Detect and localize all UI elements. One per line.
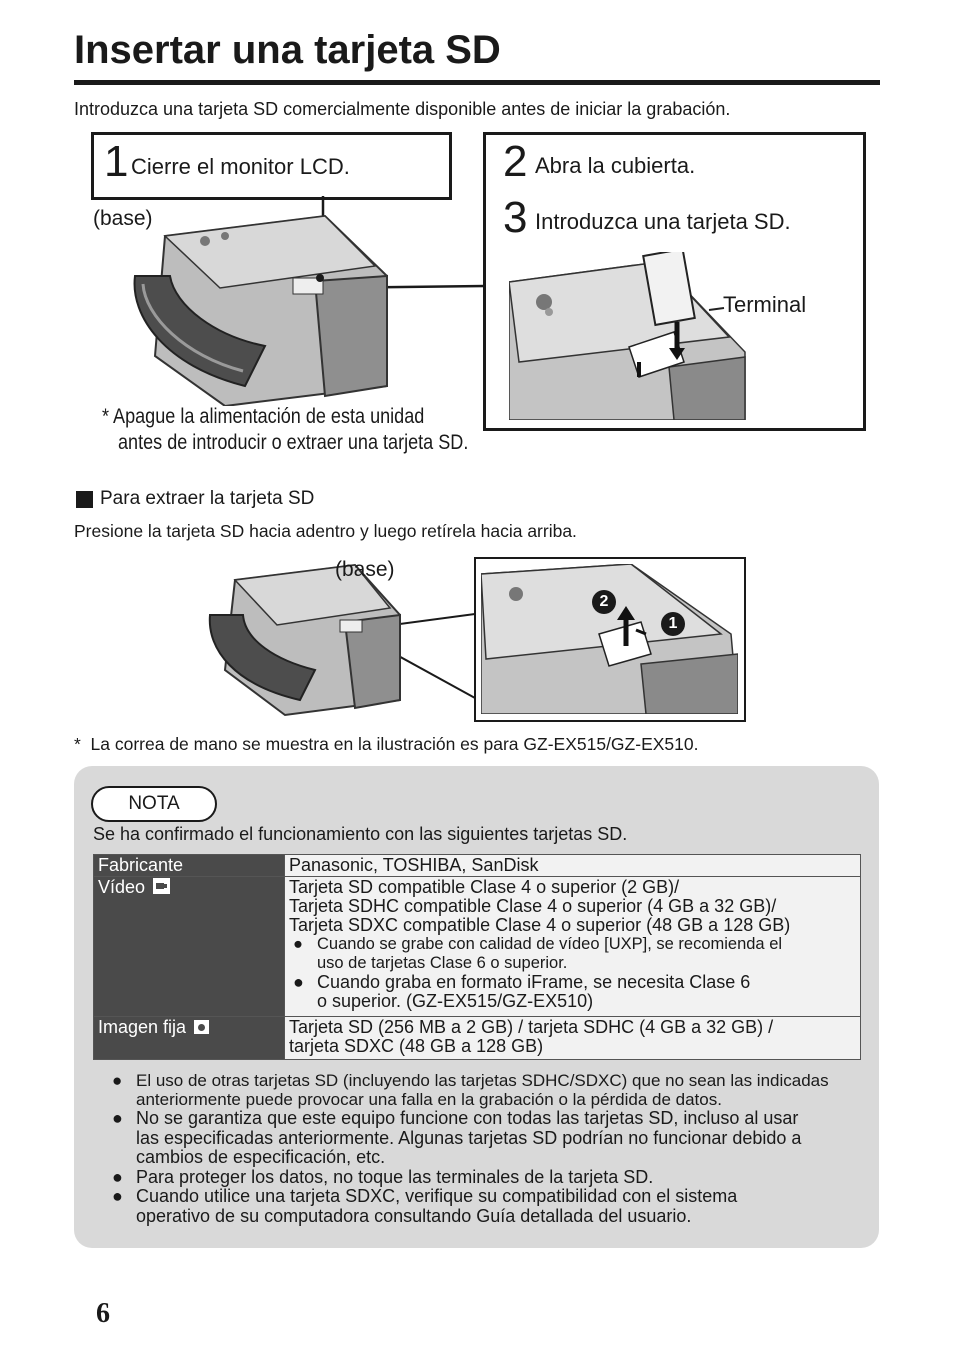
step-badge-2: 2 <box>592 590 616 614</box>
list-item: ● Para proteger los datos, no toque las … <box>112 1166 852 1188</box>
remove-text: Presione la tarjeta SD hacia adentro y l… <box>74 521 577 541</box>
video-line3: Tarjeta SDXC compatible Clase 4 o superi… <box>289 915 791 935</box>
bullet0-line1: El uso de otras tarjetas SD (incluyendo … <box>136 1071 829 1090</box>
sd-card-table: Fabricante Panasonic, TOSHIBA, SanDisk V… <box>93 854 861 1060</box>
bullet0-line2: anteriormente puede provocar una falla e… <box>136 1090 722 1109</box>
step-badge-1-text: 1 <box>668 615 678 632</box>
bullet-dot: ● <box>293 972 304 992</box>
video-line2: Tarjeta SDHC compatible Clase 4 o superi… <box>289 896 777 916</box>
table-cell-video: Tarjeta SD compatible Clase 4 o superior… <box>284 876 861 1017</box>
step2-text: Abra la cubierta. <box>535 153 696 178</box>
step2-number: 2 <box>503 137 528 186</box>
table-cell-still: Tarjeta SD (256 MB a 2 GB) / tarjeta SDH… <box>284 1016 861 1060</box>
step-badge-2-text: 2 <box>599 593 609 610</box>
video-line1: Tarjeta SD compatible Clase 4 o superior… <box>289 877 680 897</box>
list-item: ● Cuando utilice una tarjeta SDXC, verif… <box>112 1186 852 1226</box>
bullet1-line2: las especificadas anteriormente. Algunas… <box>136 1127 802 1148</box>
video-bullet-uxp: ● Cuando se grabe con calidad de vídeo [… <box>289 935 856 973</box>
page-number: 6 <box>96 1298 110 1329</box>
bullet-dot: ● <box>112 1186 123 1206</box>
step-badge-1: 1 <box>661 612 685 636</box>
step1-box <box>91 132 452 200</box>
still-line1: Tarjeta SD (256 MB a 2 GB) / tarjeta SDH… <box>289 1017 774 1037</box>
remove-heading-square <box>76 491 93 508</box>
bullet1-line3: cambios de especificación, etc. <box>136 1147 386 1167</box>
table-head-video-label: Vídeo <box>98 877 146 897</box>
sd-remove-illustration <box>481 564 738 714</box>
power-note-line2: antes de introducir o extraer una tarjet… <box>118 431 469 454</box>
table-head-still: Imagen fija <box>93 1016 285 1060</box>
step1-text: Cierre el monitor LCD. <box>131 154 350 179</box>
note-bullet-list: ● El uso de otras tarjetas SD (incluyend… <box>112 1071 852 1226</box>
page-title: Insertar una tarjeta SD <box>74 28 501 72</box>
sd-insert-illustration <box>509 252 746 420</box>
table-row: Fabricante Panasonic, TOSHIBA, SanDisk <box>93 854 861 877</box>
power-note-line1: * Apague la alimentación de esta unidad <box>102 405 425 428</box>
camcorder-illustration <box>133 196 485 406</box>
bullet2-line1: Para proteger los datos, no toque las te… <box>136 1166 654 1187</box>
remove-heading: Para extraer la tarjeta SD <box>100 488 315 509</box>
video-bullet1-line2: uso de tarjetas Clase 6 o superior. <box>317 954 568 972</box>
video-mode-icon <box>153 878 171 894</box>
table-row: Vídeo Tarjeta SD compatible Clase 4 o su… <box>93 876 861 1017</box>
video-bullet2-line2: o superior. (GZ-EX515/GZ-EX510) <box>317 991 594 1011</box>
bullet1-line1: No se garantiza que este equipo funcione… <box>136 1108 799 1128</box>
table-row: Imagen fija Tarjeta SD (256 MB a 2 GB) /… <box>93 1016 861 1060</box>
bullet-dot: ● <box>112 1071 123 1090</box>
strap-note: * La correa de mano se muestra en la ilu… <box>74 734 699 754</box>
bullet3-line2: operativo de su computadora consultando … <box>136 1205 692 1226</box>
step3-number: 3 <box>503 193 528 242</box>
intro-text: Introduzca una tarjeta SD comercialmente… <box>74 99 731 119</box>
base-label: (base) <box>93 207 153 230</box>
terminal-label: Terminal <box>723 292 807 317</box>
bullet-dot: ● <box>112 1108 123 1128</box>
nota-intro: Se ha confirmado el funcionamiento con l… <box>93 824 628 844</box>
nota-badge: NOTA <box>91 786 217 822</box>
bullet-dot: ● <box>293 935 303 953</box>
video-bullet2-line1: Cuando graba en formato iFrame, se neces… <box>317 972 751 992</box>
camera-mode-icon <box>194 1020 210 1034</box>
bullet-dot: ● <box>112 1166 123 1187</box>
table-head-manufacturer: Fabricante <box>93 854 285 877</box>
list-item: ● El uso de otras tarjetas SD (incluyend… <box>112 1071 852 1109</box>
step1-number: 1 <box>104 137 129 186</box>
table-head-video: Vídeo <box>93 876 285 1017</box>
video-bullet-iframe: ● Cuando graba en formato iFrame, se nec… <box>289 973 856 1011</box>
bullet3-line1: Cuando utilice una tarjeta SDXC, verifiq… <box>136 1186 738 1206</box>
camcorder-remove-illustration <box>208 563 475 717</box>
video-bullet1-line1: Cuando se grabe con calidad de vídeo [UX… <box>317 935 783 953</box>
step3-text: Introduzca una tarjeta SD. <box>535 209 791 234</box>
list-item: ● No se garantiza que este equipo funcio… <box>112 1108 852 1168</box>
remove-base-label: (base) <box>335 558 395 581</box>
table-cell-manufacturer: Panasonic, TOSHIBA, SanDisk <box>284 854 861 877</box>
table-head-still-label: Imagen fija <box>98 1017 187 1037</box>
title-divider <box>74 80 880 85</box>
still-line2: tarjeta SDXC (48 GB a 128 GB) <box>289 1036 544 1056</box>
